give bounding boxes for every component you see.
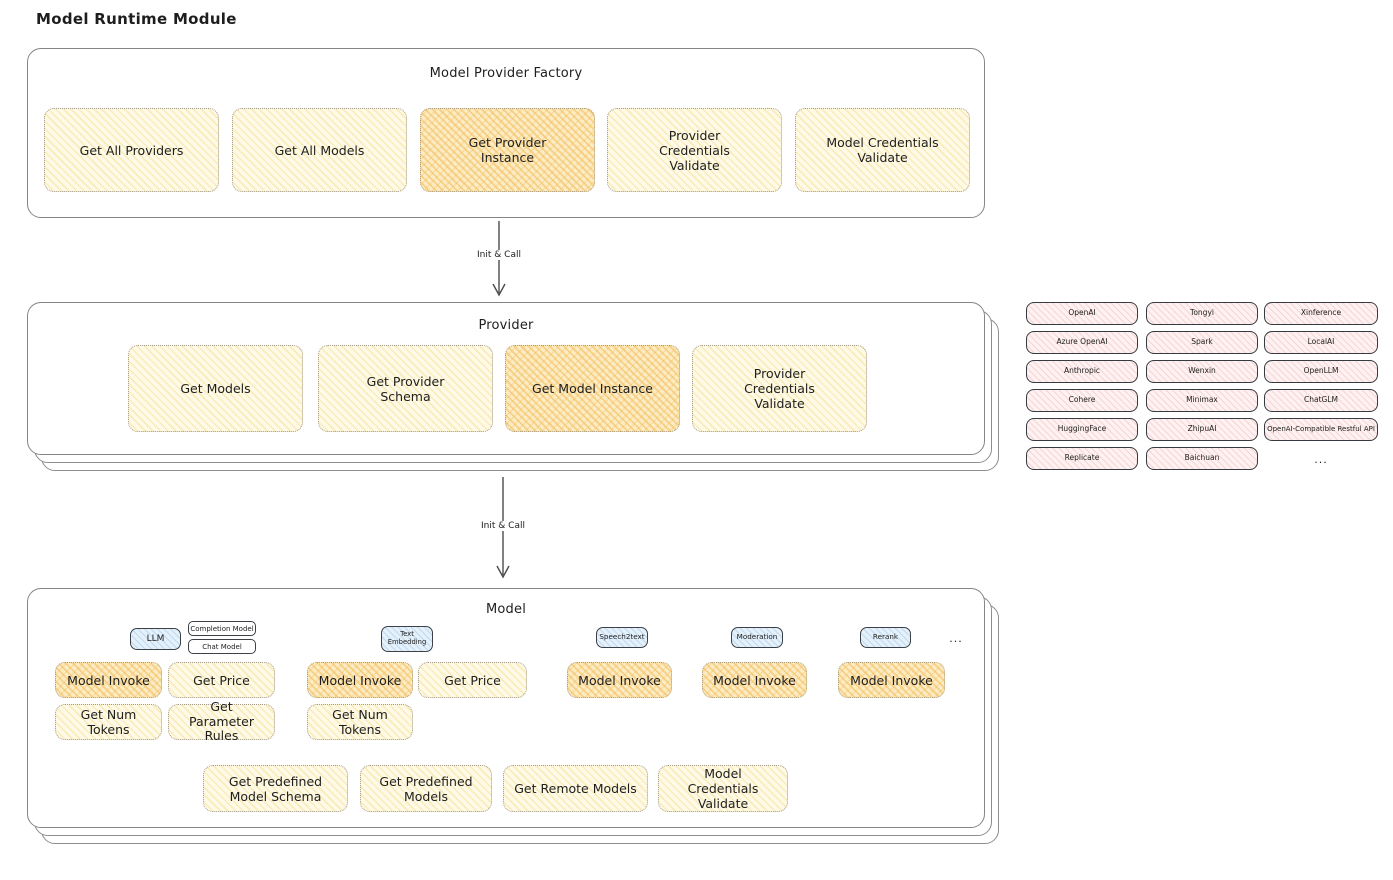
model-box-get-remote-models: Get Remote Models — [503, 765, 648, 812]
factory-box-get-all-models: Get All Models — [232, 108, 407, 192]
provider-chip-huggingface: HuggingFace — [1026, 418, 1138, 441]
page-title: Model Runtime Module — [36, 10, 237, 28]
model-box-embedding-model-invoke: Model Invoke — [307, 662, 413, 698]
model-box-get-predefined-model-schema: Get Predefined Model Schema — [203, 765, 348, 812]
model-box-speech2text-model-invoke: Model Invoke — [567, 662, 672, 698]
provider-box-get-models: Get Models — [128, 345, 303, 432]
model-box-llm-get-price: Get Price — [168, 662, 275, 698]
provider-chip-azure-openai: Azure OpenAI — [1026, 331, 1138, 354]
factory-title: Model Provider Factory — [429, 66, 583, 81]
model-box-get-parameter-rules: Get Parameter Rules — [168, 700, 275, 743]
provider-chip-xinference: Xinference — [1264, 302, 1378, 325]
arrow-label-init-call-2: Init & Call — [475, 521, 531, 531]
tag-rerank: Rerank — [860, 627, 911, 648]
provider-chip-anthropic: Anthropic — [1026, 360, 1138, 383]
provider-chip-openai: OpenAI — [1026, 302, 1138, 325]
provider-box-provider-credentials-validate: Provider Credentials Validate — [692, 345, 867, 432]
arrow-factory-to-provider — [492, 221, 506, 297]
providers-grid-ellipsis: ... — [1314, 452, 1328, 466]
tag-text-embedding: Text Embedding — [381, 626, 433, 652]
arrow-label-init-call-1: Init & Call — [471, 250, 527, 260]
model-box-llm-get-num-tokens: Get Num Tokens — [55, 704, 162, 740]
tag-speech2text: Speech2text — [596, 627, 648, 648]
provider-title: Provider — [478, 318, 534, 333]
model-box-moderation-model-invoke: Model Invoke — [702, 662, 807, 698]
provider-chip-minimax: Minimax — [1146, 389, 1258, 412]
provider-chip-localai: LocalAI — [1264, 331, 1378, 354]
model-title: Model — [485, 602, 527, 617]
provider-chip-openai-compatible-restful-api: OpenAI-Compatible Restful API — [1264, 418, 1378, 441]
tag-completion-model: Completion Model — [188, 621, 256, 636]
factory-box-provider-credentials-validate: Provider Credentials Validate — [607, 108, 782, 192]
provider-chip-baichuan: Baichuan — [1146, 447, 1258, 470]
model-box-rerank-model-invoke: Model Invoke — [838, 662, 945, 698]
tag-moderation: Moderation — [731, 627, 783, 648]
model-box-model-credentials-validate: Model Credentials Validate — [658, 765, 788, 812]
provider-chip-cohere: Cohere — [1026, 389, 1138, 412]
factory-box-model-credentials-validate: Model Credentials Validate — [795, 108, 970, 192]
provider-chip-replicate: Replicate — [1026, 447, 1138, 470]
model-box-get-predefined-models: Get Predefined Models — [360, 765, 492, 812]
provider-box-get-model-instance: Get Model Instance — [505, 345, 680, 432]
provider-chip-tongyi: Tongyi — [1146, 302, 1258, 325]
factory-box-get-all-providers: Get All Providers — [44, 108, 219, 192]
tag-chat-model: Chat Model — [188, 639, 256, 654]
model-box-llm-model-invoke: Model Invoke — [55, 662, 162, 698]
provider-chip-chatglm: ChatGLM — [1264, 389, 1378, 412]
provider-chip-wenxin: Wenxin — [1146, 360, 1258, 383]
tag-llm: LLM — [130, 628, 181, 650]
model-tags-ellipsis: ... — [949, 631, 963, 645]
factory-box-get-provider-instance: Get Provider Instance — [420, 108, 595, 192]
model-box-embedding-get-price: Get Price — [418, 662, 527, 698]
provider-chip-spark: Spark — [1146, 331, 1258, 354]
provider-chip-zhipuai: ZhipuAI — [1146, 418, 1258, 441]
provider-box-get-provider-schema: Get Provider Schema — [318, 345, 493, 432]
provider-chip-openllm: OpenLLM — [1264, 360, 1378, 383]
model-box-embedding-get-num-tokens: Get Num Tokens — [307, 704, 413, 740]
